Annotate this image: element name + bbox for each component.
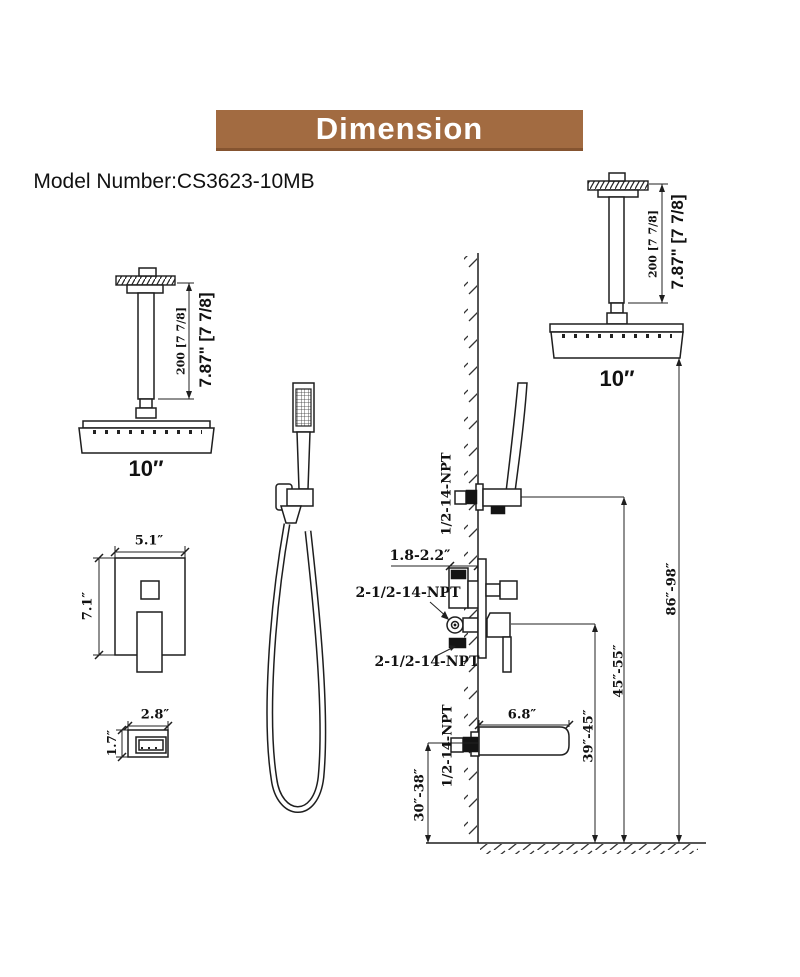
showerhead-height-label: 86″-98″ (664, 562, 680, 616)
left-head-width: 10″ (128, 456, 164, 481)
hand-shower-drawing (266, 382, 327, 813)
valve-npt-top-label: 2-1/2-14-NPT (355, 585, 461, 601)
header-bar: Dimension (216, 110, 583, 151)
wall-hatching (464, 256, 477, 840)
ceiling-flange (587, 180, 649, 191)
hand-shower-wand (505, 382, 528, 493)
diverter-trim-width: 2.8″ (140, 707, 170, 723)
valve-height-label: 39″-45″ (581, 709, 597, 763)
diverter-knob (140, 580, 160, 600)
left-ceiling-shower-drawing (78, 267, 215, 454)
installation-drawing (391, 172, 706, 854)
install-drop-dim-inch: 7.87" [7 7/8] (668, 194, 687, 290)
model-number: Model Number:CS3623-10MB (33, 170, 315, 193)
hand-shower-handle (296, 431, 311, 490)
shower-arm (608, 196, 625, 304)
valve-trim-height: 7.1″ (80, 591, 96, 621)
shower-arm (137, 292, 155, 400)
diverter-knob (499, 580, 518, 600)
bracket-outlet (482, 488, 522, 507)
ceiling-flange (115, 275, 176, 286)
handheld-npt-label: 1/2-14-NPT (439, 452, 455, 536)
left-drop-dim-mm: 200 [7 7/8] (174, 306, 188, 376)
page-title: Dimension (315, 111, 484, 146)
spout-height-label: 30″-38″ (412, 768, 428, 822)
diverter-trim-height: 1.7″ (105, 729, 119, 757)
valve-handle (136, 611, 163, 673)
tub-spout (478, 726, 570, 756)
shower-head (550, 331, 684, 359)
handheld-height-label: 45″-55″ (611, 644, 627, 698)
valve-npt-bottom-label: 2-1/2-14-NPT (374, 654, 480, 670)
valve-handle (486, 612, 511, 638)
install-drop-dim-mm: 200 [7 7/8] (646, 209, 660, 279)
shower-head (78, 427, 215, 454)
floor-hatching (480, 844, 698, 854)
diverter-trim-drawing (116, 721, 173, 762)
valve-depth-label: 1.8-2.2″ (389, 548, 451, 564)
valve-trim-drawing (93, 546, 190, 673)
spout-npt-label: 1/2-14-NPT (440, 704, 456, 788)
valve-trim-width: 5.1″ (134, 533, 164, 549)
left-drop-dim-inch: 7.87" [7 7/8] (196, 292, 215, 388)
shower-hose (266, 523, 327, 813)
spout-length-label: 6.8″ (507, 707, 537, 723)
install-head-width: 10″ (599, 366, 635, 391)
